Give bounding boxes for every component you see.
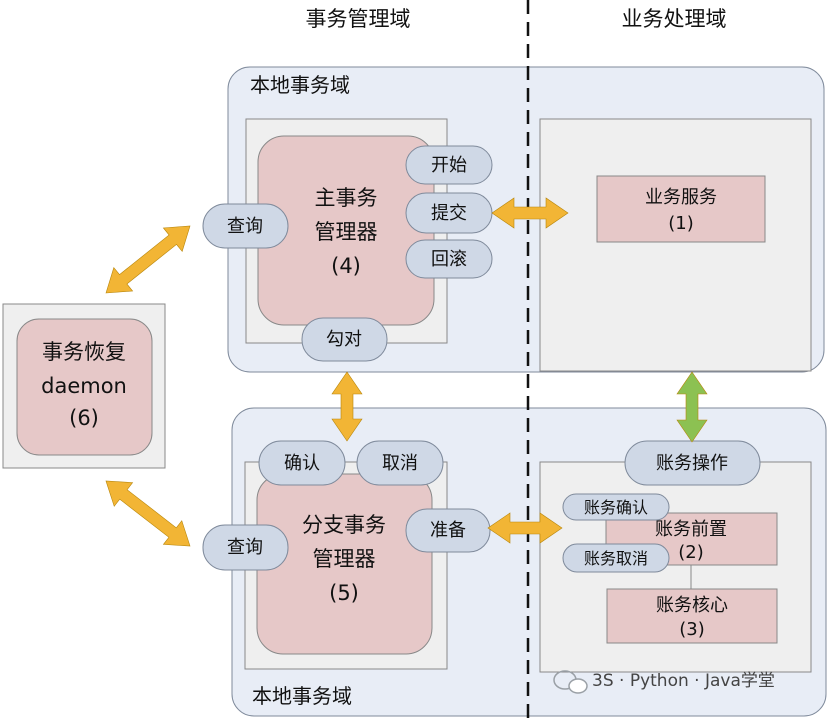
pill-confirm <box>258 440 346 486</box>
pill-cancel <box>356 440 444 486</box>
pill-reconcile <box>301 317 388 362</box>
local-domain-bottom-title: 本地事务域 <box>252 684 352 708</box>
arrow-commit-biz <box>491 197 569 229</box>
pill-start-label: 开始 <box>431 155 467 176</box>
account-core-box <box>606 588 778 644</box>
pill-rollback <box>405 239 493 279</box>
pill-commit-label: 提交 <box>431 203 467 224</box>
header-left-domain: 事务管理域 <box>306 7 411 31</box>
watermark: 3S · Python · Java学堂 <box>553 670 775 694</box>
pill-rollback-label: 回滚 <box>431 249 467 270</box>
pill-prepare <box>405 508 491 553</box>
arrows-layer <box>105 197 708 547</box>
pill-cancel-label: 取消 <box>382 453 418 474</box>
pill-reconcile-label: 勾对 <box>326 329 362 350</box>
pill-account-cancel-label: 账务取消 <box>584 549 648 568</box>
pill-start <box>405 145 493 185</box>
biz-service-num: (1) <box>668 213 694 234</box>
arrow-recovery-main <box>105 225 191 294</box>
pill-prepare-label: 准备 <box>430 520 466 541</box>
pill-account-confirm <box>562 493 670 521</box>
biz-service-panel <box>539 118 812 372</box>
main-tm-line2: 管理器 <box>315 220 378 244</box>
local-domain-top-title: 本地事务域 <box>250 73 350 97</box>
account-core-num: (3) <box>679 619 705 640</box>
recovery-line2: daemon <box>41 374 127 398</box>
arrow-main-branch <box>331 371 363 442</box>
header-right-domain: 业务处理域 <box>622 7 727 31</box>
wechat-icon-bubble <box>568 678 588 694</box>
account-front-line1: 账务前置 <box>655 519 727 540</box>
biz-service-line1: 业务服务 <box>645 187 717 208</box>
biz-service-box <box>596 175 766 243</box>
arrow-recovery-branch <box>105 480 191 547</box>
main-tm-line1: 主事务 <box>315 186 378 210</box>
pill-account-ops-label: 账务操作 <box>656 453 728 474</box>
branch-tm-num: (5) <box>329 581 359 605</box>
account-front-num: (2) <box>678 542 704 563</box>
account-core-line1: 账务核心 <box>656 595 728 616</box>
pill-branch-query-label: 查询 <box>227 537 263 558</box>
pill-confirm-label: 确认 <box>284 453 320 474</box>
pill-branch-query <box>202 524 289 571</box>
recovery-line1: 事务恢复 <box>42 340 126 364</box>
main-tm-num: (4) <box>331 254 361 278</box>
recovery-num: (6) <box>69 406 99 430</box>
pill-main-query <box>202 203 289 249</box>
arrow-biz-account <box>676 371 708 443</box>
pill-account-cancel <box>562 543 670 573</box>
branch-tm-line2: 管理器 <box>313 547 376 571</box>
recovery-box <box>16 318 153 456</box>
arrow-prepare-account <box>487 512 563 544</box>
branch-tm-line1: 分支事务 <box>302 513 386 537</box>
pill-main-query-label: 查询 <box>227 216 263 237</box>
pill-account-confirm-label: 账务确认 <box>584 498 648 517</box>
watermark-text: 3S · Python · Java学堂 <box>592 671 775 691</box>
